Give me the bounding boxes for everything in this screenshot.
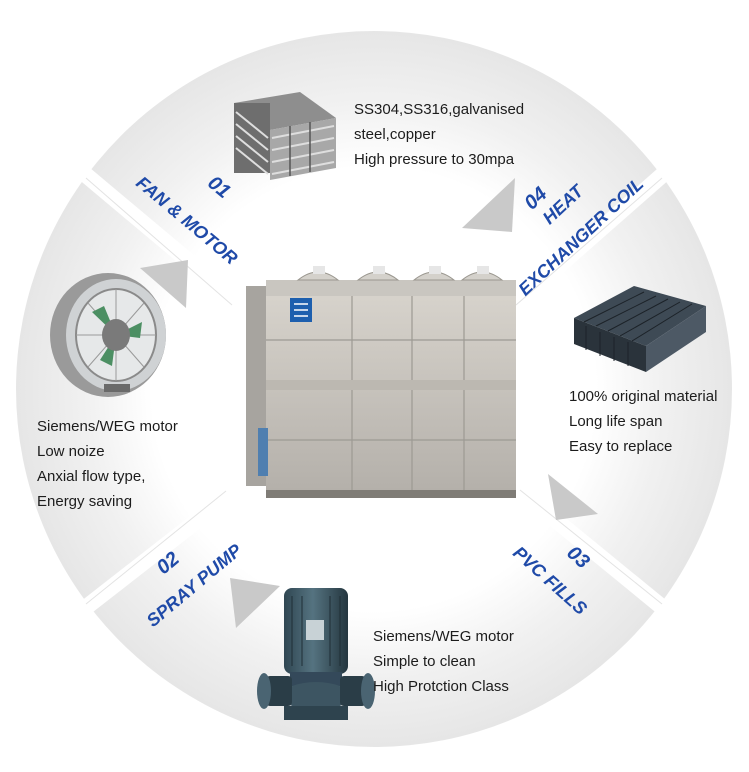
arrow-top-left-icon — [140, 260, 188, 308]
feature-line: High pressure to 30mpa — [354, 151, 515, 168]
heat-exchanger-coil-image — [234, 92, 336, 180]
pvc-fills-features: 100% original material Long life span Ea… — [569, 384, 717, 459]
feature-line: Energy saving — [37, 493, 133, 510]
feature-line: Siemens/WEG motor — [37, 418, 178, 435]
feature-line: High Protction Class — [373, 678, 509, 695]
feature-line: steel,copper — [354, 126, 436, 143]
feature-line: SS304,SS316,galvanised — [354, 101, 525, 118]
axial-fan-image — [50, 273, 166, 397]
spray-pump-features: Siemens/WEG motor Simple to clean High P… — [373, 624, 514, 699]
feature-line: Easy to replace — [569, 438, 673, 455]
fan-motor-features: Siemens/WEG motor Low noize Anxial flow … — [37, 414, 178, 514]
feature-line: Simple to clean — [373, 653, 476, 670]
pvc-fill-image — [574, 286, 706, 372]
arrow-top-right-icon — [462, 178, 515, 232]
feature-line: Long life span — [569, 413, 663, 430]
centrifugal-pump-image — [257, 588, 375, 720]
segment-dividers — [74, 163, 674, 619]
feature-line: Siemens/WEG motor — [373, 628, 514, 645]
arrow-bottom-right-icon — [548, 474, 598, 520]
arrow-bottom-left-icon — [230, 578, 280, 628]
feature-line: 100% original material — [569, 388, 718, 405]
feature-line: Anxial flow type, — [37, 468, 146, 485]
cooling-tower-image — [246, 266, 516, 498]
feature-line: Low noize — [37, 443, 105, 460]
heat-exchanger-features: SS304,SS316,galvanised steel,copper High… — [354, 97, 524, 172]
